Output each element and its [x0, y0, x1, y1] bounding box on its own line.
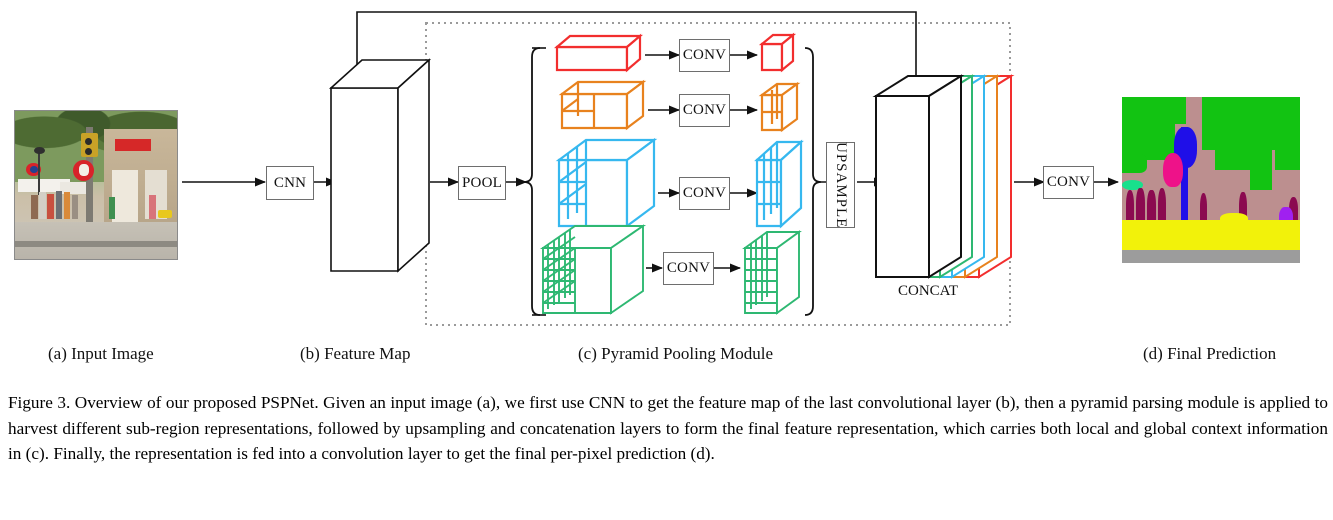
panel-label-a: (a) Input Image [48, 344, 154, 363]
conv-box-level-3[interactable]: CONV [679, 177, 730, 210]
pyramid-level-2x2-input [558, 79, 647, 131]
pool-label: POOL [462, 174, 502, 191]
conv-label: CONV [682, 47, 727, 63]
pool-box[interactable]: POOL [458, 166, 506, 200]
cnn-box[interactable]: CNN [266, 166, 314, 200]
final-conv-box[interactable]: CONV [1043, 166, 1094, 199]
pyramid-level-3x3-output [754, 139, 804, 229]
conv-box-level-1[interactable]: CONV [679, 39, 730, 72]
pyramid-level-6x6-input [539, 224, 647, 315]
feature-map-box [328, 58, 432, 273]
skip-connection [356, 11, 921, 98]
diagram-vector-layer [182, 11, 1120, 326]
upsample-label: UPSAMPLE [833, 141, 849, 229]
conv-box-level-2[interactable]: CONV [679, 94, 730, 127]
conv-box-level-4[interactable]: CONV [663, 252, 714, 285]
pyramid-merge-bracket [804, 47, 822, 316]
figure-diagram: CNN POOL CONV CONV CONV CONV UPSAMPLE CO… [14, 11, 1300, 363]
final-conv-label: CONV [1046, 174, 1091, 190]
pyramid-level-1x1-input [553, 33, 644, 73]
panel-label-c: (c) Pyramid Pooling Module [578, 344, 774, 363]
caption-text: Figure 3. Overview of our proposed PSPNe… [8, 393, 1328, 463]
concat-block [872, 74, 1015, 279]
pyramid-level-1x1-output [758, 32, 797, 73]
conv-label: CONV [682, 185, 727, 201]
pyramid-level-6x6-output [742, 230, 802, 315]
pyramid-level-2x2-output [758, 81, 801, 133]
cnn-label: CNN [273, 174, 307, 191]
conv-label: CONV [666, 260, 711, 276]
final-prediction-image [1122, 97, 1300, 263]
figure-caption: Figure 3. Overview of our proposed PSPNe… [8, 390, 1328, 467]
pyramid-split-bracket [523, 47, 541, 316]
pyramid-level-3x3-input [555, 137, 658, 229]
conv-label: CONV [682, 102, 727, 118]
concat-label: CONCAT [898, 283, 959, 299]
upsample-box[interactable]: UPSAMPLE [826, 142, 855, 228]
panel-label-d: (d) Final Prediction [1143, 344, 1277, 363]
panel-label-b: (b) Feature Map [300, 344, 411, 363]
input-image-photo [14, 110, 178, 260]
